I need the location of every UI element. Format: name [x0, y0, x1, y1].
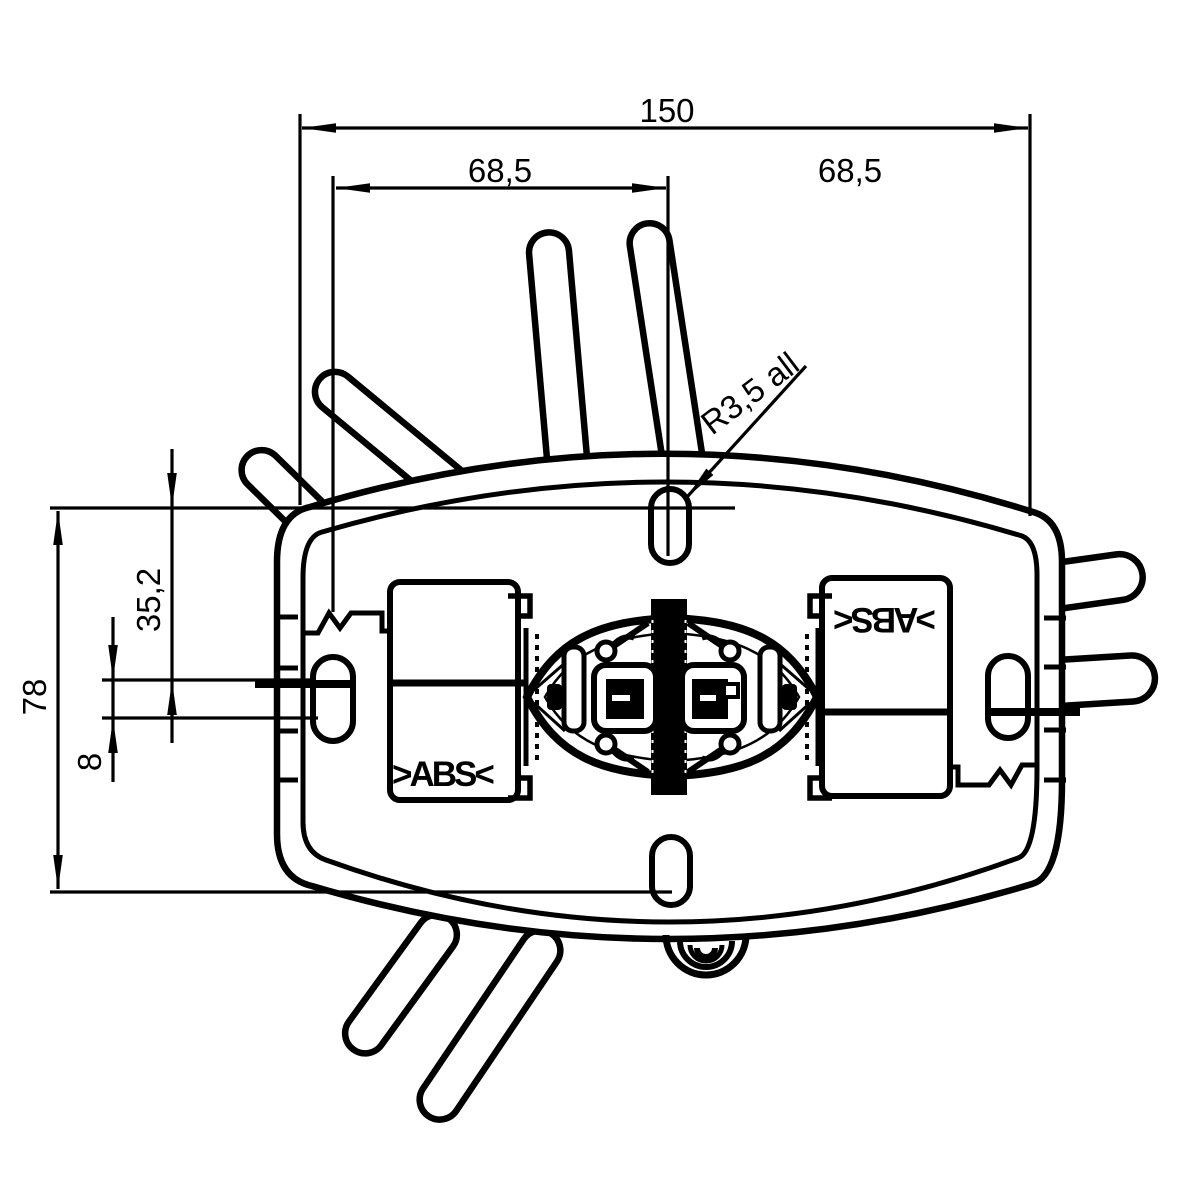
pad-left: [547, 684, 562, 710]
eyelet-bottom-left: [594, 732, 618, 756]
clamp-block-right: >ABS<: [818, 575, 953, 799]
pad-right: [782, 684, 797, 710]
struts: [612, 620, 724, 775]
block-right-outline: [819, 575, 953, 799]
slot-left: [310, 654, 356, 744]
block-hooks: [508, 593, 832, 801]
wall-rib-ticks: [276, 614, 1066, 783]
boss-arc-inner: [687, 944, 725, 964]
material-mark-left: >ABS<: [392, 755, 494, 794]
hook-top-left: [508, 593, 533, 619]
dimension-slot-height: 8: [71, 617, 318, 782]
dimension-value-68-5-left: 68,5: [468, 152, 532, 189]
clevis-right-notch: [700, 695, 716, 701]
spoke-truss-left: [532, 644, 587, 734]
dimension-value-78: 78: [16, 679, 53, 716]
clamp-mechanism: [522, 599, 822, 795]
dimension-total-width: 150: [298, 92, 1032, 516]
dimension-value-150: 150: [639, 92, 694, 129]
eyelet-top-left: [594, 639, 618, 663]
hook-top-right: [807, 593, 832, 619]
bottom-boss: [662, 934, 750, 979]
shelf-notch-right: [948, 762, 1036, 790]
dimension-total-height: 78: [16, 506, 735, 894]
eyelet-top-right: [718, 639, 742, 663]
shelf-notch-left: [304, 608, 392, 636]
slot-bottom: [649, 834, 693, 908]
boss-arc-core: [694, 947, 718, 960]
leg-top-left: [525, 229, 591, 481]
hook-bottom-right: [807, 775, 832, 801]
side-plates: [523, 628, 821, 766]
eyelet-bottom-right: [718, 732, 742, 756]
hook-bottom-left: [508, 775, 533, 801]
housing-inner-edge: [300, 479, 1040, 925]
truss-ring-right: [757, 644, 783, 734]
block-left-outline: [387, 579, 521, 803]
clevis-right-tab: [722, 682, 740, 699]
leg-bottom-left-1: [341, 911, 461, 1057]
dimension-slot-offset-left: 68,5: [331, 152, 670, 612]
spoke-truss-right: [757, 644, 812, 734]
dimension-slot-offset-right: 68,5: [818, 152, 882, 189]
slot-top: [648, 486, 692, 566]
dimension-value-35-2: 35,2: [130, 568, 167, 632]
dimensions: 150 68,5 68,5 78 3: [16, 92, 1032, 894]
leader-line: [685, 364, 808, 499]
material-mark-right: >ABS<: [834, 600, 936, 639]
mounting-slots: [255, 486, 1080, 908]
dimension-mid-height: 35,2: [102, 449, 313, 743]
slot-right: [985, 653, 1031, 741]
boss-arc-mid: [677, 940, 735, 970]
dimension-value-8: 8: [71, 753, 108, 771]
boss-arc-outer: [662, 934, 750, 979]
clevis-left-notch: [612, 695, 630, 701]
clamp-block-left: >ABS<: [387, 579, 524, 803]
dimension-value-68-5-right: 68,5: [818, 152, 882, 189]
truss-ring-left: [561, 644, 587, 734]
leg-top-right: [626, 219, 706, 482]
detent-shelves: [304, 608, 1036, 790]
